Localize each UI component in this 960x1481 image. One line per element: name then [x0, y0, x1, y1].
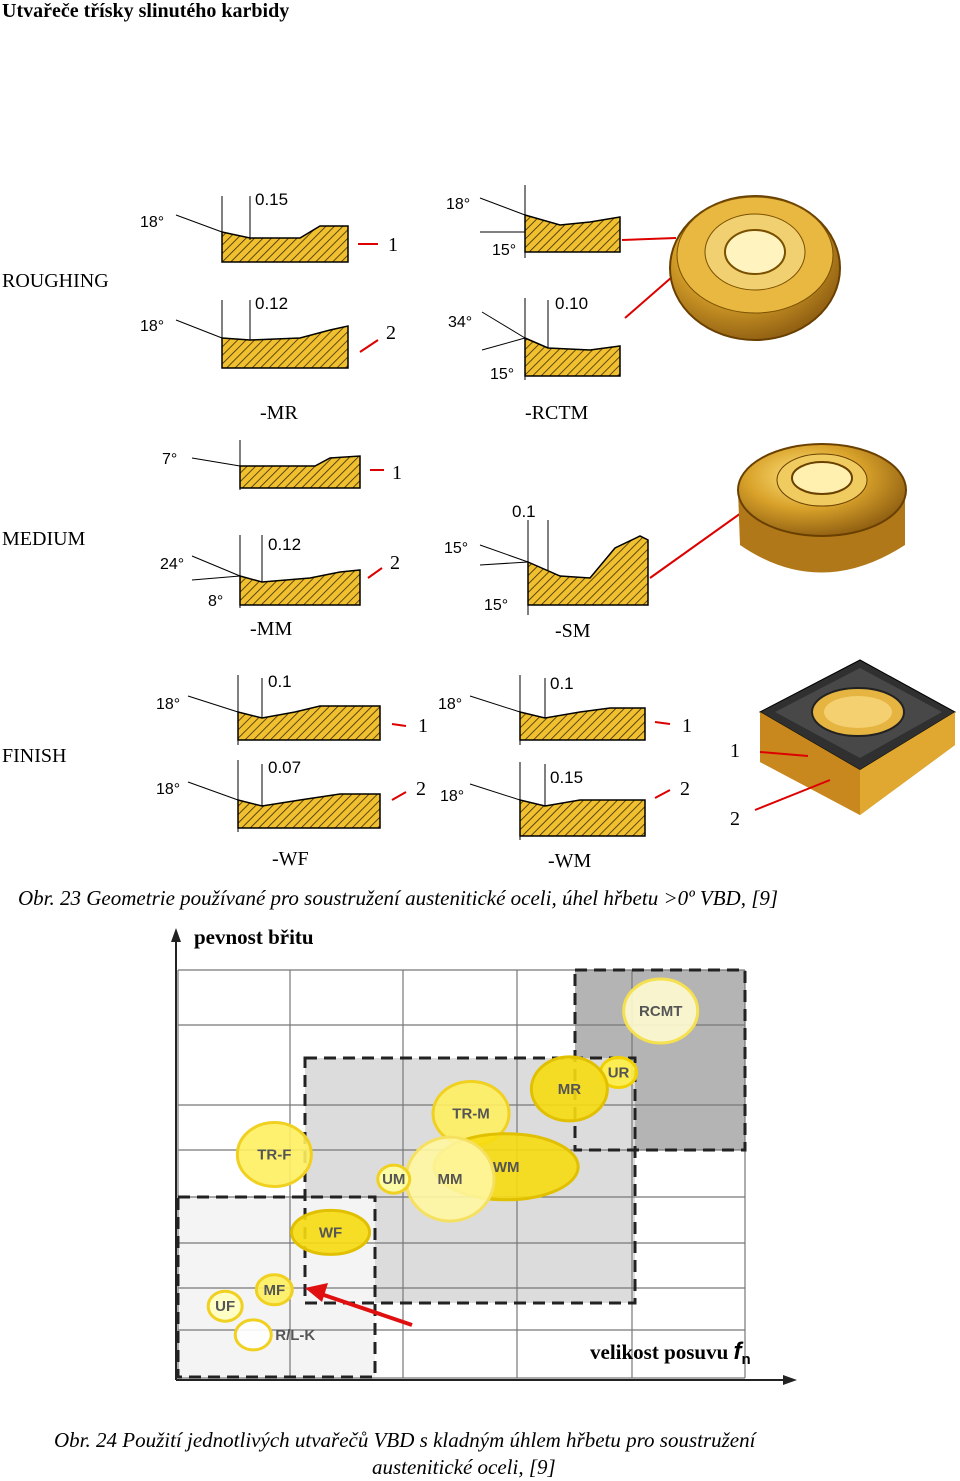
- dim-mr-2: 0.12: [255, 294, 289, 313]
- zone-medium: [305, 1058, 635, 1303]
- marker-mm-2: 2: [390, 552, 400, 574]
- angle-wf-2: 18°: [156, 781, 181, 798]
- code-wf: -WF: [272, 848, 309, 870]
- angle-mr-2: 18°: [140, 318, 165, 335]
- figure2-caption-line2: austenitické oceli, [9]: [372, 1455, 556, 1479]
- angle-rctm-1b: 15°: [492, 242, 517, 259]
- dim-wm-1: 0.1: [550, 674, 574, 693]
- angle-mm-2b: 8°: [208, 593, 224, 610]
- profile-wf-1: [187, 675, 407, 745]
- x-axis-label: velikost posuvu: [590, 1340, 729, 1364]
- category-roughing: ROUGHING: [2, 270, 109, 292]
- bubble-label: UF: [215, 1298, 235, 1315]
- profile-wm-2: [469, 762, 671, 840]
- marker-mr-1: 1: [388, 234, 398, 256]
- bubble-label: UR: [608, 1065, 630, 1082]
- bubble-label: MR: [558, 1081, 581, 1098]
- profile-rctm-1: [479, 185, 677, 258]
- angle-rctm-2b: 15°: [490, 366, 515, 383]
- dim-mr-1: 0.15: [255, 190, 289, 209]
- profile-mr-1: [175, 196, 378, 263]
- bubble-tr-m: [431, 1080, 511, 1147]
- bubble-mm: [404, 1135, 496, 1223]
- code-mr: -MR: [260, 402, 298, 424]
- bubble-label: TR-M: [452, 1106, 490, 1123]
- angle-mm-2a: 24°: [160, 556, 185, 573]
- code-wm: -WM: [548, 850, 592, 872]
- profile-mr-2: [175, 300, 379, 369]
- bubble-label: MF: [264, 1282, 286, 1299]
- bubble-label: R/L-K: [275, 1327, 315, 1344]
- marker-mm-1: 1: [392, 462, 402, 484]
- bubble-mr: [529, 1055, 609, 1123]
- marker-wf-2: 2: [416, 778, 426, 800]
- figure2-caption-line1: Obr. 24 Použití jednotlivých utvařečů VB…: [54, 1428, 756, 1452]
- category-medium: MEDIUM: [2, 528, 86, 550]
- dim-wf-1: 0.1: [268, 672, 292, 691]
- category-finish: FINISH: [2, 745, 67, 767]
- marker-mr-2: 2: [386, 322, 396, 344]
- bubble-label: TR-F: [257, 1147, 291, 1164]
- marker-wm-1: 1: [682, 715, 692, 737]
- bubble-wm: [432, 1132, 580, 1202]
- angle-wm-2: 18°: [440, 788, 465, 805]
- angle-wm-1: 18°: [438, 696, 463, 713]
- zone-roughing: [575, 970, 745, 1150]
- x-axis-symbol: f: [733, 1338, 742, 1365]
- insert-sm-image: [737, 443, 907, 573]
- profile-wf-2: [187, 760, 407, 832]
- marker-wm-2: 2: [680, 778, 690, 800]
- dim-wf-2: 0.07: [268, 758, 302, 777]
- dim-mm-2: 0.12: [268, 535, 302, 554]
- dim-wm-2: 0.15: [550, 768, 584, 787]
- bubble-label: MM: [437, 1171, 462, 1188]
- marker-insert-2: 2: [730, 808, 740, 830]
- y-axis-title: pevnost břitu: [194, 925, 314, 949]
- figure1-caption: Obr. 23 Geometrie používané pro soustruž…: [18, 886, 779, 910]
- code-mm: -MM: [250, 618, 293, 640]
- angle-rctm-1a: 18°: [446, 196, 471, 213]
- bubble-um: [376, 1163, 412, 1195]
- x-axis-subscript: n: [741, 1351, 751, 1369]
- insert-rctm-image: [669, 195, 841, 341]
- page-header: Utvařeče třísky slinutého karbidy: [2, 0, 290, 22]
- bubble-label: WF: [319, 1224, 342, 1241]
- profile-rctm-2: [481, 269, 681, 380]
- bubble-ur: [599, 1056, 639, 1089]
- zone-finish: [178, 1197, 375, 1377]
- bubble-label: RCMT: [639, 1003, 682, 1020]
- profile-wm-1: [469, 675, 671, 745]
- marker-wf-1: 1: [418, 715, 428, 737]
- profile-sm: [479, 507, 749, 615]
- insert-wf-image: [754, 659, 956, 815]
- code-rctm: -RCTM: [525, 402, 589, 424]
- bubble-uf: [206, 1289, 244, 1323]
- profile-mm-2: [191, 535, 383, 608]
- chart-grid: [177, 969, 746, 1379]
- code-sm: -SM: [555, 620, 591, 642]
- dim-rctm-2: 0.10: [555, 294, 589, 313]
- angle-mr-1: 18°: [140, 214, 165, 231]
- angle-mm-1: 7°: [162, 451, 178, 468]
- angle-sm-a: 15°: [444, 540, 469, 557]
- dim-sm: 0.1: [512, 502, 536, 521]
- angle-rctm-2a: 34°: [448, 314, 473, 331]
- angle-wf-1: 18°: [156, 696, 181, 713]
- bubble-r-l-k: [233, 1318, 273, 1352]
- bubble-mf: [254, 1273, 294, 1307]
- marker-insert-1: 1: [730, 740, 740, 762]
- figure1-geometry: [175, 185, 956, 840]
- bubble-tr-f: [235, 1121, 313, 1188]
- bubble-label: WM: [493, 1159, 520, 1176]
- bubble-label: UM: [382, 1171, 405, 1188]
- bubble-wf: [290, 1208, 372, 1256]
- red-arrow: [305, 1283, 413, 1327]
- x-axis-title: velikost posuvu fn: [590, 1338, 751, 1368]
- profile-mm-1: [191, 440, 384, 490]
- angle-sm-b: 15°: [484, 597, 509, 614]
- bubble-rcmt: [622, 977, 700, 1045]
